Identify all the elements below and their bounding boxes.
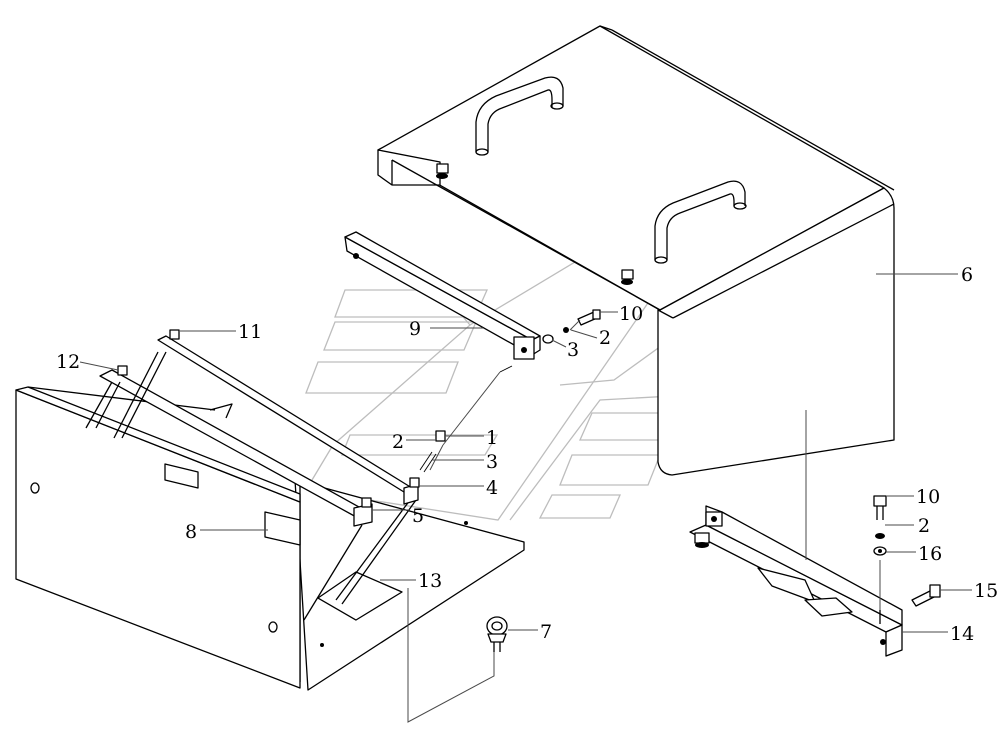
mounting-rail bbox=[689, 495, 941, 657]
callouts: 6 9 10 2 3 11 12 1 2 3 4 5 8 13 7 10 2 bbox=[56, 264, 998, 645]
callout-14: 14 bbox=[950, 623, 974, 645]
top-cover bbox=[377, 25, 895, 476]
callout-11: 11 bbox=[238, 321, 262, 343]
callout-7: 7 bbox=[540, 621, 552, 643]
callout-3-middle: 3 bbox=[486, 451, 498, 473]
callout-16: 16 bbox=[918, 543, 942, 565]
callout-1: 1 bbox=[486, 427, 498, 449]
callout-4: 4 bbox=[486, 477, 498, 499]
assembly-axis-lines bbox=[407, 319, 881, 723]
cross-bar bbox=[344, 231, 541, 360]
lower-box bbox=[15, 329, 525, 691]
callout-10-upper: 10 bbox=[619, 303, 643, 325]
callout-13: 13 bbox=[418, 570, 442, 592]
callout-2-upper: 2 bbox=[599, 327, 611, 349]
callout-5: 5 bbox=[412, 505, 424, 527]
callout-12: 12 bbox=[56, 351, 80, 373]
upper-fasteners bbox=[499, 309, 601, 373]
callout-15: 15 bbox=[974, 580, 998, 602]
callout-8: 8 bbox=[185, 521, 197, 543]
callout-3-upper: 3 bbox=[567, 339, 579, 361]
callout-9: 9 bbox=[409, 318, 421, 340]
callout-2-lower: 2 bbox=[918, 515, 930, 537]
callout-2-middle: 2 bbox=[392, 431, 404, 453]
callout-6: 6 bbox=[961, 264, 973, 286]
callout-10-lower: 10 bbox=[916, 486, 940, 508]
eye-bolt bbox=[486, 616, 508, 652]
